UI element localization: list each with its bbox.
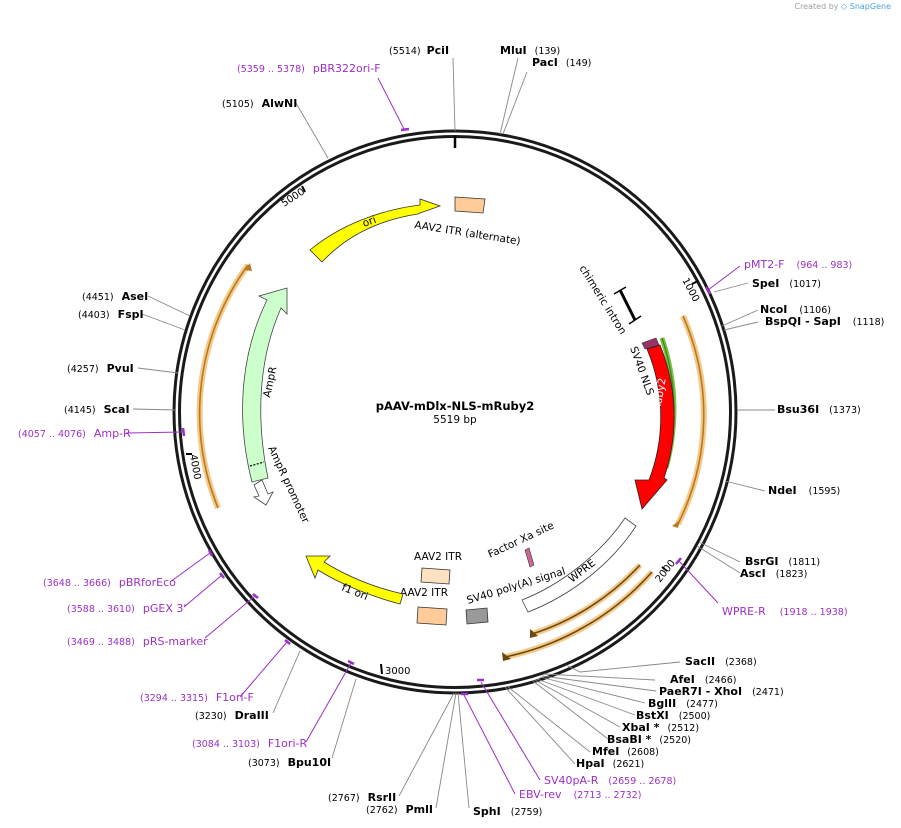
primer-mark-pmt2-f bbox=[704, 286, 712, 295]
site-pmli: (2762)PmlI bbox=[366, 803, 433, 816]
feature-mruby2 bbox=[634, 344, 675, 510]
orange-arc-right bbox=[677, 315, 705, 525]
site-ndei: NdeI(1595) bbox=[768, 484, 840, 497]
snapgene-credit: Created by ◇ SnapGene bbox=[794, 2, 891, 11]
site-leaders bbox=[132, 57, 775, 809]
plasmid-name: pAAV-mDlx-NLS-mRuby2 bbox=[376, 399, 535, 413]
primer-labels: (5359 .. 5378)pBR322ori-F pMT2-F(964 .. … bbox=[18, 62, 852, 801]
primer-sv40pa-r: SV40pA-R(2659 .. 2678) bbox=[544, 774, 676, 787]
snapgene-logo-icon: ◇ bbox=[841, 2, 848, 11]
orange-arc-left bbox=[198, 264, 249, 509]
site-labels: (5514)PciI MluI(139) PacI(149) SpeI(1017… bbox=[64, 44, 884, 818]
feature-aav2-itr-top-label: AAV2 ITR bbox=[414, 551, 462, 563]
feature-factor-xa-site bbox=[524, 547, 535, 568]
site-bglii: BglII(2477) bbox=[648, 697, 718, 710]
feature-ori bbox=[309, 198, 442, 263]
primer-mark-pbrforeco bbox=[207, 549, 214, 557]
site-spei: SpeI(1017) bbox=[752, 277, 821, 290]
plasmid-size: 5519 bp bbox=[433, 414, 477, 426]
primer-f1ori-r: (3084 .. 3103)F1ori-R bbox=[192, 737, 307, 750]
orange-arc-right-head bbox=[672, 520, 680, 528]
feature-f1-ori bbox=[305, 555, 404, 605]
feature-chimeric-intron-label: chimeric intron bbox=[576, 263, 628, 337]
site-pcii: (5514)PciI bbox=[389, 44, 449, 57]
primer-f1ori-f: (3294 .. 3315)F1ori-F bbox=[140, 691, 254, 704]
primer-mark-f1ori-r bbox=[347, 659, 355, 666]
orange-arcs bbox=[196, 263, 707, 661]
tick-mark-1000 bbox=[691, 280, 699, 285]
site-rsrii: (2767)RsrII bbox=[328, 791, 396, 804]
site-pvui: (4257)PvuI bbox=[67, 362, 134, 375]
primer-amp-r: (4057 .. 4076)Amp-R bbox=[18, 427, 131, 440]
feature-aav2-itr-bottom bbox=[416, 606, 448, 626]
site-draiii: (3230)DraIII bbox=[195, 709, 269, 722]
site-asei: (4451)AseI bbox=[82, 290, 148, 303]
feature-aav2-itr-alternate-label: AAV2 ITR (alternate) bbox=[414, 219, 522, 248]
primer-mark-f1ori-f bbox=[284, 639, 291, 645]
site-bstxi: BstXI(2500) bbox=[636, 709, 710, 722]
primer-pmt2-f: pMT2-F(964 .. 983) bbox=[744, 258, 852, 271]
feature-ampr-promoter bbox=[252, 479, 274, 506]
feature-factor-xa-site-label: Factor Xa site bbox=[486, 520, 556, 561]
site-mlui: MluI(139) bbox=[500, 44, 560, 57]
feature-aav2-itr-top bbox=[420, 567, 451, 585]
site-mfei: MfeI(2608) bbox=[592, 745, 659, 758]
primer-mark-amp-r bbox=[181, 427, 186, 437]
primer-pbrforeco: (3648 .. 3666)pBRforEco bbox=[43, 576, 176, 589]
feature-aav2-itr-alternate bbox=[454, 196, 486, 214]
site-sphi: SphI(2759) bbox=[473, 805, 542, 818]
feature-ampr bbox=[242, 287, 288, 483]
primer-pbr322ori-f: (5359 .. 5378)pBR322ori-F bbox=[237, 62, 381, 75]
feature-ori-label: ori bbox=[361, 214, 378, 230]
site-bsu36i: Bsu36I(1373) bbox=[777, 403, 861, 416]
site-afei: AfeI(2466) bbox=[670, 673, 736, 686]
site-hpai: HpaI(2621) bbox=[576, 757, 644, 770]
primer-pgex3: (3588 .. 3610)pGEX 3' bbox=[67, 602, 186, 615]
feature-ampr-label: AmpR bbox=[261, 365, 279, 398]
primer-mark-prs-marker bbox=[252, 593, 259, 599]
site-scai: (4145)ScaI bbox=[64, 403, 130, 416]
tick-mark-3000 bbox=[380, 663, 383, 675]
tick-mark-5000 bbox=[301, 185, 306, 193]
tick-mark-2000 bbox=[661, 566, 668, 572]
feature-sv40-polya bbox=[465, 607, 489, 625]
primer-ebv-rev: EBV-rev(2713 .. 2732) bbox=[519, 788, 641, 801]
orange-arc-mid-head bbox=[530, 629, 538, 638]
site-sacii: SacII(2368) bbox=[685, 655, 757, 668]
orange-arc-left-head bbox=[244, 263, 252, 271]
feature-ampr-dash bbox=[249, 461, 265, 467]
feature-chimeric-intron-caps bbox=[613, 286, 642, 325]
primer-prs-marker: (3469 .. 3488)pRS-marker bbox=[67, 635, 208, 648]
site-bspqi-sapi: BspQI - SapI(1118) bbox=[765, 315, 884, 328]
site-xbai: XbaI *(2512) bbox=[622, 721, 699, 734]
feature-aav2-itr-bottom-label: AAV2 ITR bbox=[400, 587, 448, 599]
primer-wpre-r: WPRE-R(1918 .. 1938) bbox=[722, 605, 848, 618]
orange-arc-outer bbox=[504, 571, 653, 658]
site-ncoi: NcoI(1106) bbox=[760, 303, 831, 316]
site-alwni: (5105)AlwNI bbox=[222, 97, 297, 110]
primer-leaders bbox=[125, 77, 741, 795]
credit-brand: SnapGene bbox=[849, 2, 891, 11]
tick-label-3000: 3000 bbox=[385, 666, 410, 677]
feature-ampr-promoter-label: AmpR promoter bbox=[265, 444, 311, 525]
orange-arc-outer-head bbox=[502, 652, 511, 661]
site-fspi: (4403)FspI bbox=[78, 308, 144, 321]
site-bsrgi: BsrGI(1811) bbox=[745, 555, 820, 568]
site-paer7i-xhoi: PaeR7I - XhoI(2471) bbox=[659, 685, 784, 698]
site-paci: PacI(149) bbox=[532, 56, 591, 69]
credit-prefix: Created by bbox=[794, 2, 839, 11]
feature-wpre bbox=[521, 517, 637, 613]
feature-chimeric-intron bbox=[618, 289, 637, 321]
primer-mark-pbr322ori-f bbox=[400, 127, 410, 132]
orange-arc-mid bbox=[531, 564, 641, 635]
site-asci: AscI(1823) bbox=[740, 567, 807, 580]
tick-label-4000: 4000 bbox=[187, 454, 202, 481]
site-bsabi: BsaBI *(2520) bbox=[607, 733, 691, 746]
site-bpu10i: (3073)Bpu10I bbox=[248, 756, 331, 769]
